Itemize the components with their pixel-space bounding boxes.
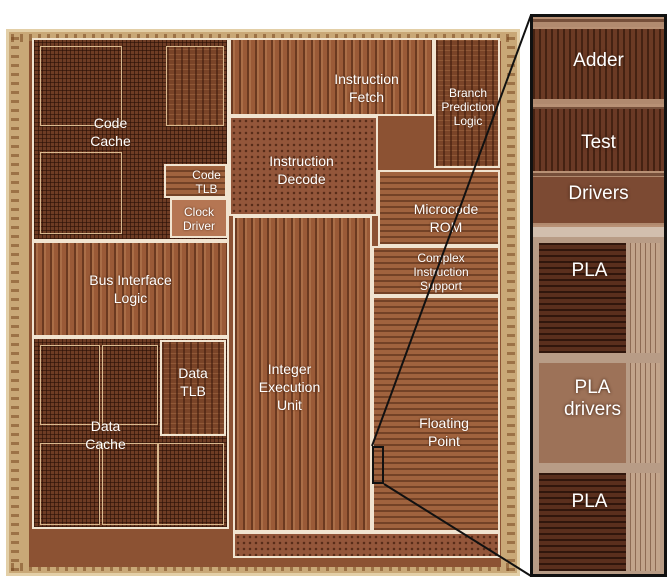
pla-bottom-block — [539, 473, 626, 571]
label-clock-driver: Clock Driver — [183, 205, 215, 233]
block-bottom-strip — [233, 532, 500, 558]
zoom-drivers-band — [533, 177, 664, 223]
label-adder: Adder — [573, 50, 624, 71]
label-instruction-decode: Instruction Decode — [269, 153, 334, 187]
pla-bottom-side — [630, 473, 660, 571]
zoom-divider — [533, 227, 664, 237]
label-code-tlb: Code TLB — [192, 168, 221, 196]
zoom-region-marker — [372, 446, 384, 484]
label-floating-point: Floating Point — [419, 415, 469, 449]
zoom-inset: Adder Test Drivers PLA PLA drivers PLA — [530, 14, 667, 577]
zoom-adder-band — [533, 29, 664, 99]
pla-top-side — [630, 243, 660, 353]
block-instruction-decode: Instruction Decode — [229, 116, 378, 216]
block-integer-execution: Integer Execution Unit — [233, 216, 372, 532]
callout-line-top — [371, 14, 532, 447]
label-test: Test — [581, 132, 616, 153]
callout-line-bottom — [383, 483, 532, 577]
data-cache-quadrant — [40, 443, 100, 525]
block-clock-driver: Clock Driver — [170, 198, 228, 238]
code-cache-logic — [166, 46, 224, 126]
label-bus-interface: Bus Interface Logic — [89, 272, 172, 306]
code-cache-quadrant — [40, 46, 122, 126]
data-cache-quadrant — [40, 345, 100, 425]
pla-drivers-block — [539, 363, 626, 463]
data-cache-quadrant — [102, 345, 158, 425]
pla-drivers-side — [630, 363, 660, 463]
block-branch-prediction: Branch Prediction Logic — [434, 38, 500, 168]
label-pla-bottom: PLA — [571, 491, 608, 512]
label-integer-execution: Integer Execution Unit — [258, 361, 321, 413]
block-instruction-fetch: Instruction Fetch — [229, 38, 434, 116]
label-data-cache: Data Cache — [85, 418, 126, 452]
label-instruction-fetch: Instruction Fetch — [334, 71, 399, 105]
zoom-test-band — [533, 109, 664, 171]
code-cache-quadrant — [40, 152, 122, 234]
block-floating-point: Floating Point — [372, 296, 500, 532]
label-branch-prediction: Branch Prediction Logic — [441, 86, 495, 128]
label-code-cache: Code Cache — [90, 115, 131, 149]
label-pla-top: PLA — [571, 260, 608, 281]
label-pla-drivers: PLA drivers — [563, 377, 621, 420]
data-cache-quadrant — [158, 443, 224, 525]
block-bus-interface: Bus Interface Logic — [32, 241, 229, 337]
data-cache-quadrant — [102, 443, 158, 525]
block-data-tlb: Data TLB — [160, 340, 226, 436]
pla-top-block — [539, 243, 626, 353]
block-code-tlb: Code TLB — [164, 164, 227, 198]
label-drivers: Drivers — [568, 183, 629, 204]
block-microcode-rom: Microcode ROM — [378, 170, 500, 246]
label-data-tlb: Data TLB — [178, 365, 208, 399]
